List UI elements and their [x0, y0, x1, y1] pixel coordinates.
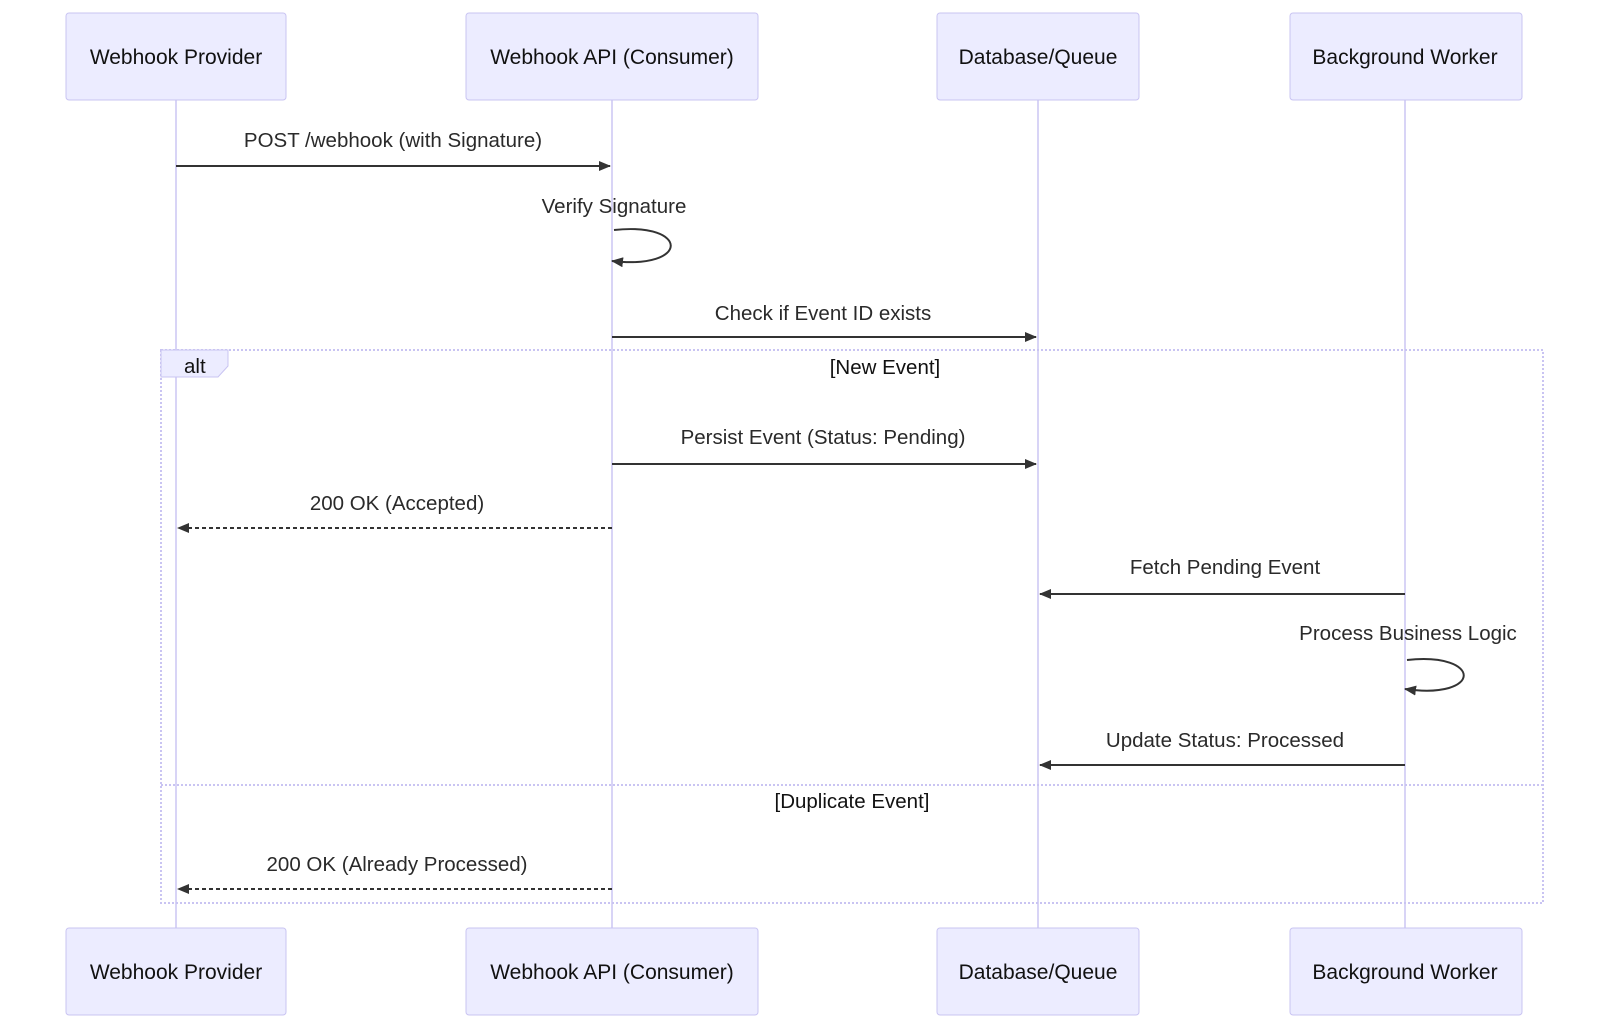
participant-box: [1289, 927, 1523, 1016]
participant-label: Background Worker: [1312, 46, 1497, 69]
participant-webhook-provider-top: Webhook Provider: [65, 12, 287, 101]
participant-label: Webhook Provider: [90, 961, 262, 984]
self-message-arrow: [1404, 658, 1465, 696]
message-200-already-processed: 200 OK (Already Processed): [177, 853, 612, 894]
message-200-accepted: 200 OK (Accepted): [177, 492, 612, 533]
message-fetch-pending: Fetch Pending Event: [1039, 556, 1405, 599]
message-label: 200 OK (Already Processed): [267, 853, 528, 876]
alt-frame-label: alt: [184, 355, 206, 378]
message-post-webhook: POST /webhook (with Signature): [176, 129, 611, 171]
message-label: POST /webhook (with Signature): [244, 129, 542, 152]
message-process-logic: Process Business Logic: [1299, 622, 1517, 696]
alt-condition-new-event: [New Event]: [830, 356, 941, 379]
participant-label: Webhook API (Consumer): [490, 961, 734, 984]
participant-webhook-api-bottom: Webhook API (Consumer): [465, 927, 759, 1016]
alt-frame-tab: [160, 349, 229, 378]
message-label: 200 OK (Accepted): [310, 492, 484, 515]
message-check-event-id: Check if Event ID exists: [612, 302, 1037, 342]
alt-frame: [160, 349, 1544, 904]
participant-background-worker-bottom: Background Worker: [1289, 927, 1523, 1016]
message-label: Persist Event (Status: Pending): [681, 426, 966, 449]
self-message-arrow: [611, 228, 672, 268]
participant-box: [936, 927, 1140, 1016]
participant-database-queue-top: Database/Queue: [936, 12, 1140, 101]
participant-label: Database/Queue: [959, 46, 1118, 69]
participant-webhook-api-top: Webhook API (Consumer): [465, 12, 759, 101]
participant-label: Background Worker: [1312, 961, 1497, 984]
participant-box: [465, 12, 759, 101]
message-label: Process Business Logic: [1299, 622, 1517, 645]
message-label: Update Status: Processed: [1106, 729, 1344, 752]
message-verify-signature: Verify Signature: [542, 195, 687, 268]
participant-label: Webhook Provider: [90, 46, 262, 69]
participant-background-worker-top: Background Worker: [1289, 12, 1523, 101]
participant-box: [1289, 12, 1523, 101]
participant-box: [65, 12, 287, 101]
message-persist-event: Persist Event (Status: Pending): [612, 426, 1037, 469]
participant-webhook-provider-bottom: Webhook Provider: [65, 927, 287, 1016]
message-label: Verify Signature: [542, 195, 687, 218]
message-update-status: Update Status: Processed: [1039, 729, 1405, 770]
message-label: Fetch Pending Event: [1130, 556, 1321, 579]
participant-label: Database/Queue: [959, 961, 1118, 984]
participant-database-queue-bottom: Database/Queue: [936, 927, 1140, 1016]
participant-box: [65, 927, 287, 1016]
participant-box: [936, 12, 1140, 101]
participant-label: Webhook API (Consumer): [490, 46, 734, 69]
message-label: Check if Event ID exists: [715, 302, 931, 325]
participant-box: [465, 927, 759, 1016]
alt-condition-duplicate-event: [Duplicate Event]: [775, 790, 930, 813]
